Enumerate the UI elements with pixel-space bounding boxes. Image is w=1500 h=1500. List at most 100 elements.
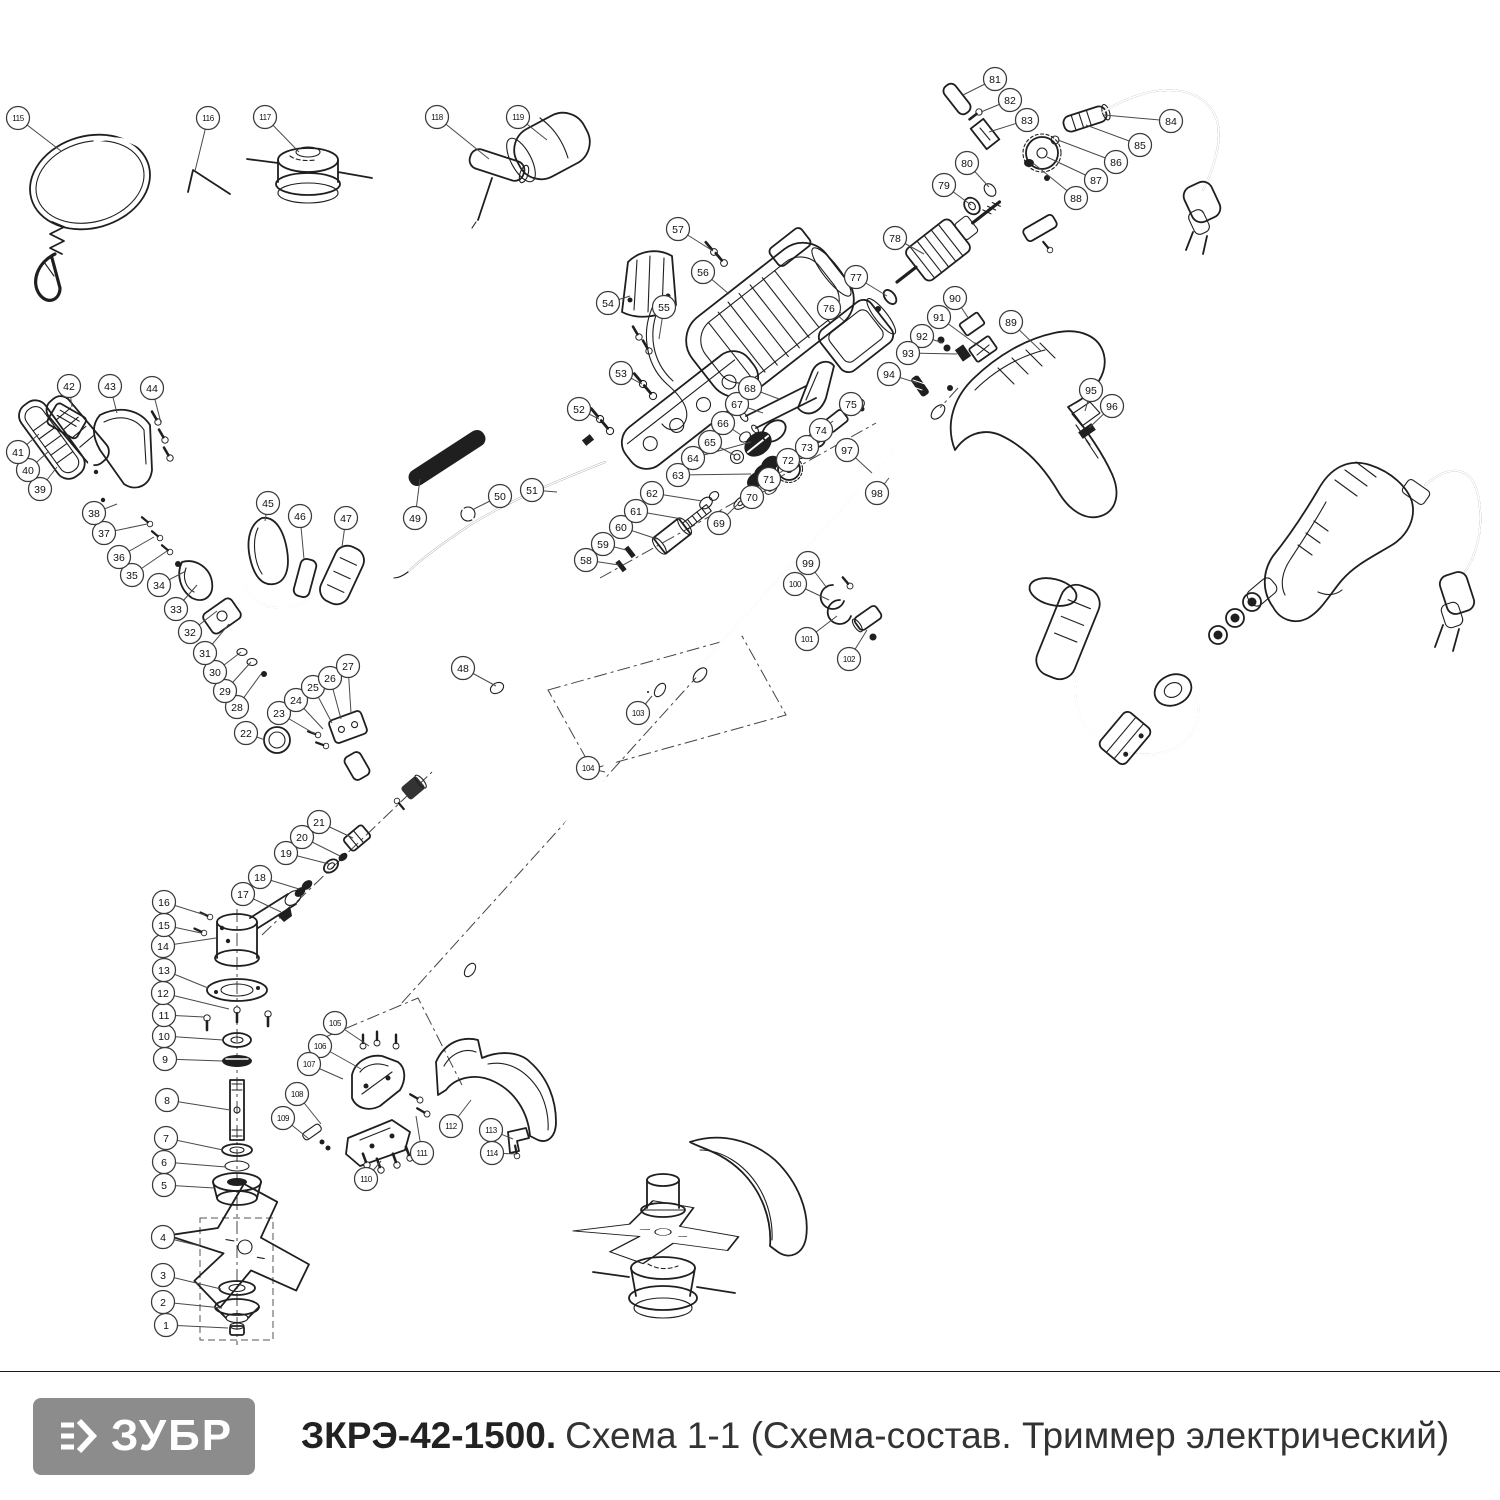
callout-110: 110 [353,1160,382,1192]
svg-text:107: 107 [303,1060,316,1069]
svg-text:24: 24 [290,695,302,707]
svg-text:51: 51 [526,485,538,497]
svg-text:28: 28 [231,702,243,714]
callout-56: 56 [690,259,730,295]
callout-45: 45 [255,490,281,522]
callout-104: 104 [575,755,606,781]
callout-35: 35 [119,550,168,588]
callout-86: 86 [1057,139,1129,175]
svg-text:1: 1 [163,1320,169,1332]
callout-57: 57 [665,216,714,252]
callout-34: 34 [146,570,187,598]
svg-text:95: 95 [1085,385,1097,397]
callout-19: 19 [273,840,330,866]
callout-52: 52 [566,396,600,422]
callout-114: 114 [479,1140,517,1166]
callout-64: 64 [680,441,752,471]
svg-text:65: 65 [704,437,716,449]
callout-44: 44 [139,375,165,424]
svg-text:101: 101 [801,635,814,644]
model-number: ЗКРЭ-42-1500. [301,1415,557,1456]
callout-26: 26 [317,665,343,720]
svg-text:12: 12 [157,988,169,1000]
svg-text:116: 116 [202,114,215,123]
callout-24: 24 [283,687,324,730]
callout-119: 119 [505,104,548,141]
spacer-tube-illustration [646,690,650,694]
svg-text:102: 102 [843,655,856,664]
svg-text:42: 42 [63,381,75,393]
callout-81: 81 [962,66,1008,96]
callout-30: 30 [202,651,242,685]
callout-58: 58 [573,547,620,573]
callout-18: 18 [247,864,300,890]
svg-text:92: 92 [916,331,928,343]
callout-117: 117 [252,104,300,153]
callout-61: 61 [623,498,683,524]
svg-text:32: 32 [184,627,196,639]
svg-text:73: 73 [801,442,813,454]
svg-text:100: 100 [789,580,802,589]
callout-60: 60 [608,514,658,540]
callout-97: 97 [834,437,873,474]
spare-spool-illustration [246,146,373,204]
callout-41: 41 [5,433,40,465]
scheme-label: Схема 1-1 (Схема-состав. Триммер электри… [565,1415,1450,1456]
callout-38: 38 [81,500,118,526]
svg-text:22: 22 [240,728,252,740]
callout-5: 5 [151,1172,215,1198]
callout-115: 115 [5,105,62,152]
svg-text:27: 27 [342,661,354,673]
callout-59: 59 [590,531,627,557]
rear-housing-illustration [909,311,1118,519]
callout-95: 95 [1078,377,1104,412]
callout-13: 13 [151,957,209,989]
callout-55: 55 [651,294,677,340]
svg-text:50: 50 [494,491,506,503]
callout-16: 16 [151,889,206,916]
svg-text:55: 55 [658,302,670,314]
svg-text:80: 80 [961,158,973,170]
callout-109: 109 [270,1105,310,1140]
callout-33: 33 [163,584,198,622]
callout-111: 111 [409,1115,435,1166]
svg-text:38: 38 [88,508,100,520]
svg-text:93: 93 [902,348,914,360]
callout-94: 94 [876,361,918,387]
callout-42: 42 [56,373,82,408]
allen-key-illustration [187,169,231,195]
callout-11: 11 [151,1002,205,1028]
callout-14: 14 [150,933,217,959]
svg-text:31: 31 [199,648,211,660]
svg-text:43: 43 [104,381,116,393]
svg-text:40: 40 [22,465,34,477]
callout-98: 98 [864,477,890,506]
diagram-title: ЗКРЭ-42-1500.Схема 1-1 (Схема-состав. Тр… [301,1415,1449,1457]
callout-71: 71 [756,466,787,492]
callout-10: 10 [151,1023,224,1049]
callout-12: 12 [150,980,230,1010]
callout-37: 37 [91,520,148,546]
svg-text:6: 6 [161,1157,167,1169]
svg-text:36: 36 [113,552,125,564]
svg-text:75: 75 [845,399,857,411]
svg-text:86: 86 [1110,157,1122,169]
guard-cluster-illustration [302,1030,557,1176]
svg-text:103: 103 [632,709,645,718]
callout-39: 39 [27,466,58,502]
callout-8: 8 [154,1087,231,1113]
svg-text:109: 109 [277,1114,290,1123]
callout-29: 29 [212,661,252,704]
callout-92: 92 [909,323,944,349]
callout-15: 15 [151,912,202,938]
svg-text:105: 105 [329,1019,342,1028]
svg-text:64: 64 [687,453,699,465]
callout-63: 63 [665,462,752,488]
svg-text:33: 33 [170,604,182,616]
callout-90: 90 [942,285,970,320]
svg-text:17: 17 [237,889,249,901]
callout-48: 48 [450,655,497,687]
svg-text:29: 29 [219,686,231,698]
svg-text:58: 58 [580,555,592,567]
svg-text:104: 104 [582,764,595,773]
